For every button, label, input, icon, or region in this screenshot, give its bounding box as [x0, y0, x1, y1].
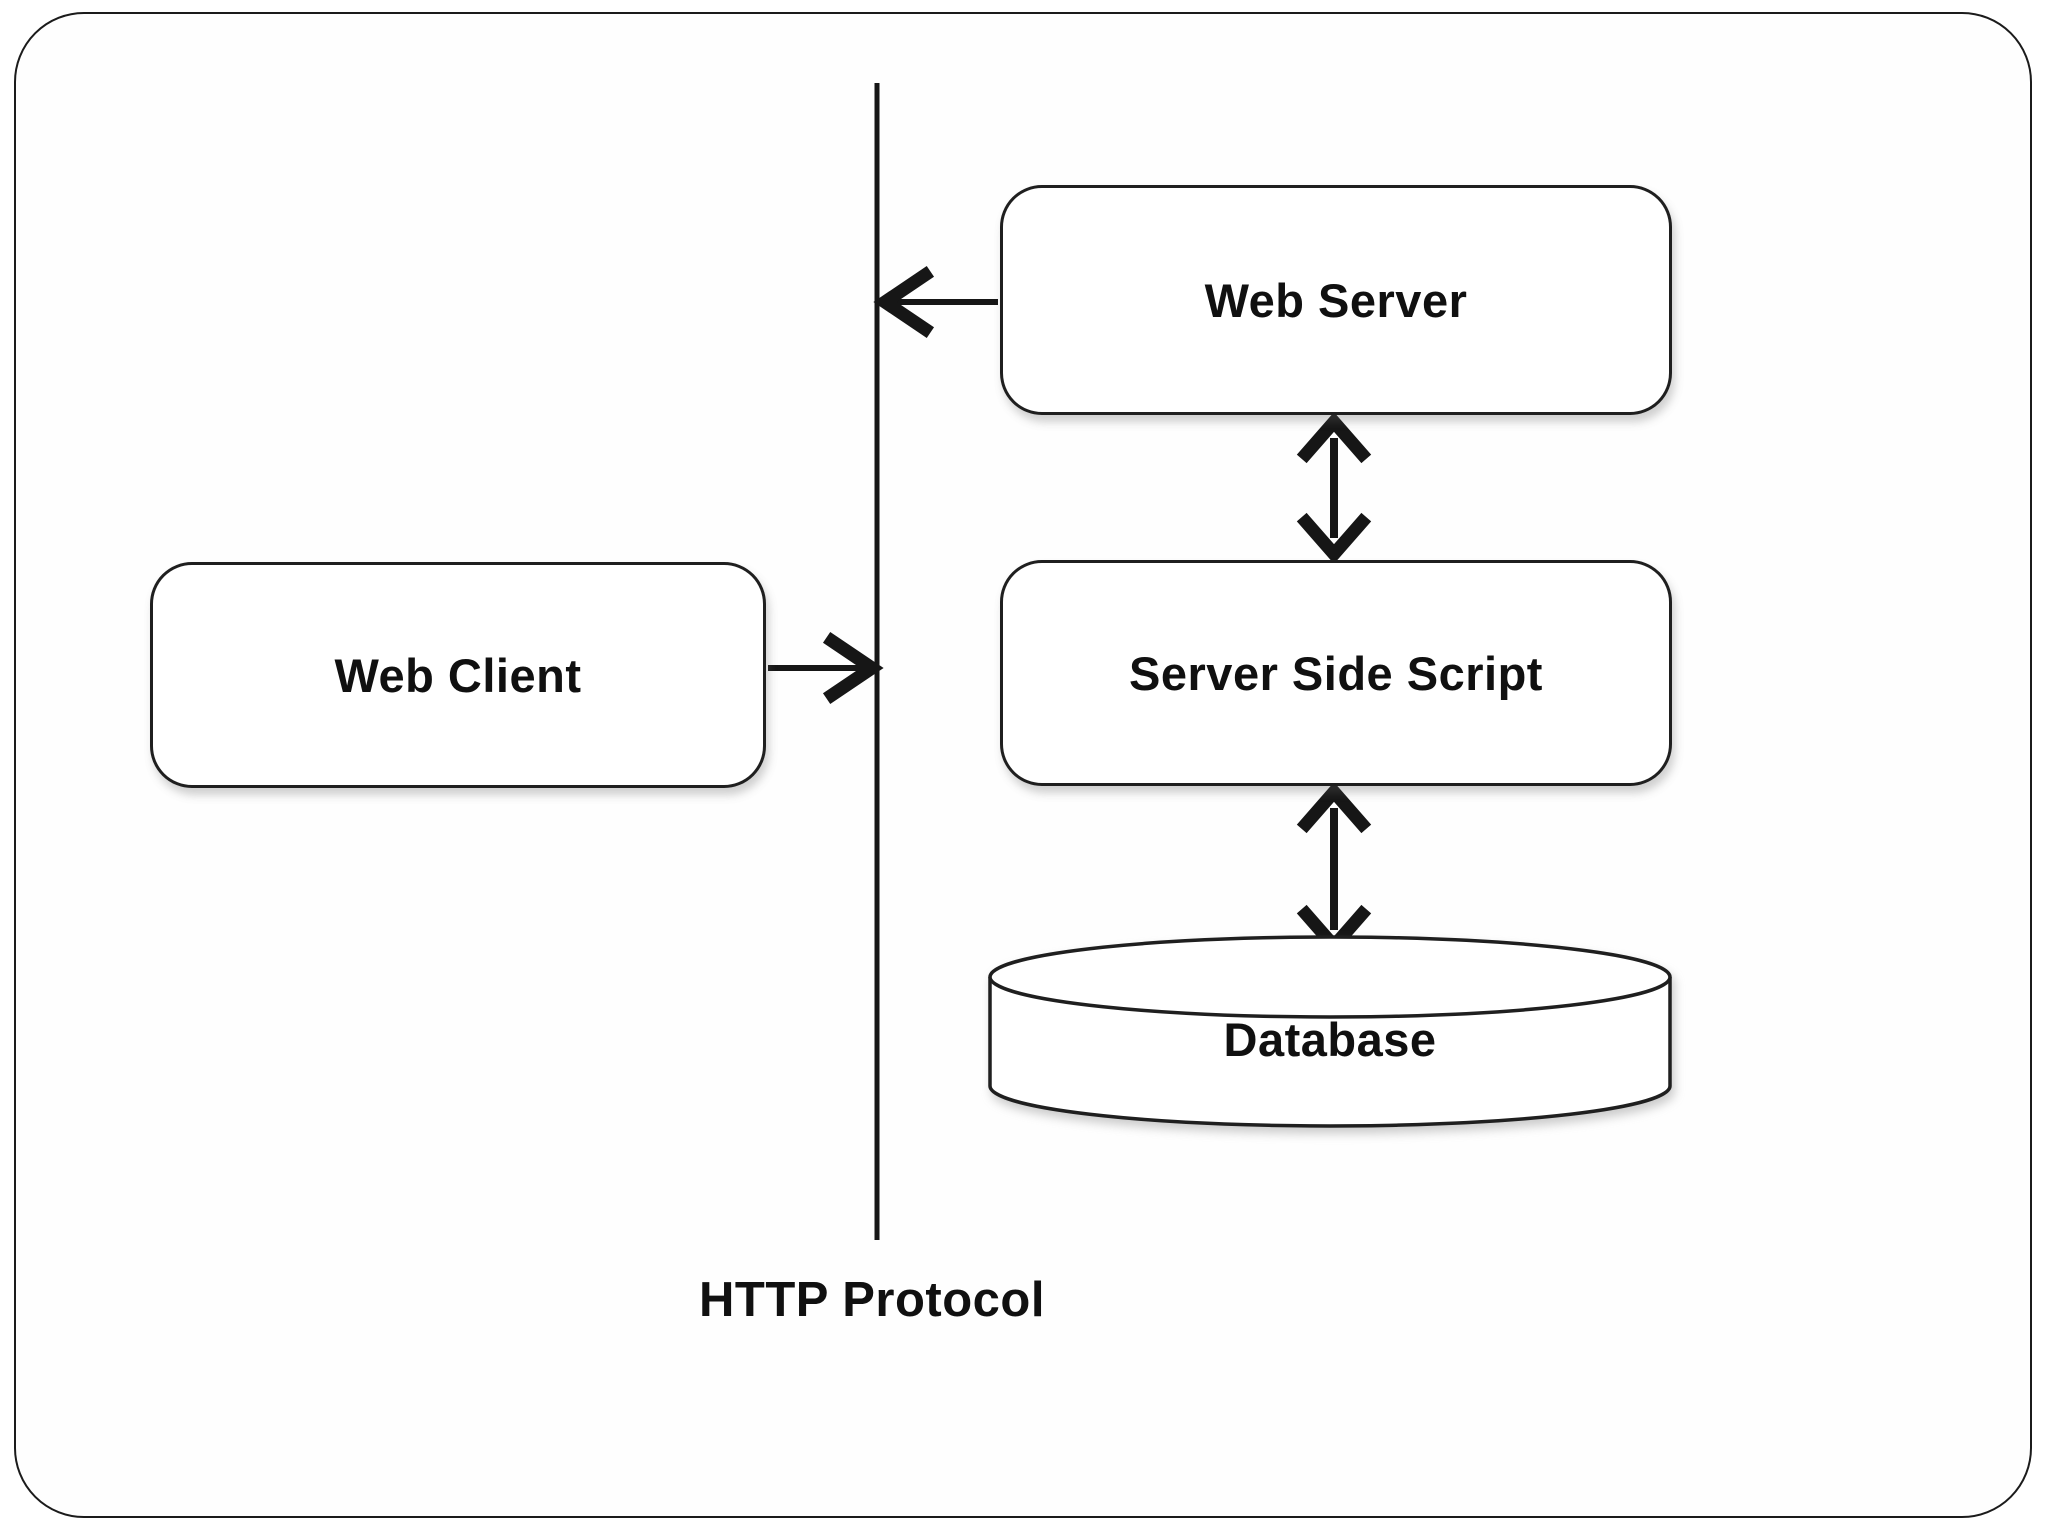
web-server-label: Web Server — [1204, 273, 1468, 327]
arrow-web-client-to-line — [768, 631, 884, 705]
arrow-script-database-two-way — [1296, 782, 1372, 956]
database-label: Database — [1223, 1013, 1437, 1066]
node-web-server: Web Server — [1000, 185, 1672, 415]
web-client-label: Web Client — [334, 648, 582, 702]
arrow-web-server-to-line — [873, 265, 998, 339]
server-side-script-label: Server Side Script — [1129, 646, 1543, 700]
node-server-side-script: Server Side Script — [1000, 560, 1672, 786]
arrow-web-server-script-two-way — [1296, 412, 1372, 564]
node-database-label-wrap: Database — [990, 1012, 1670, 1067]
node-web-client: Web Client — [150, 562, 766, 788]
http-protocol-label: HTTP Protocol — [699, 1273, 1045, 1327]
database-cylinder — [988, 935, 1672, 1128]
http-protocol-caption-wrap: HTTP Protocol — [597, 1272, 1147, 1328]
